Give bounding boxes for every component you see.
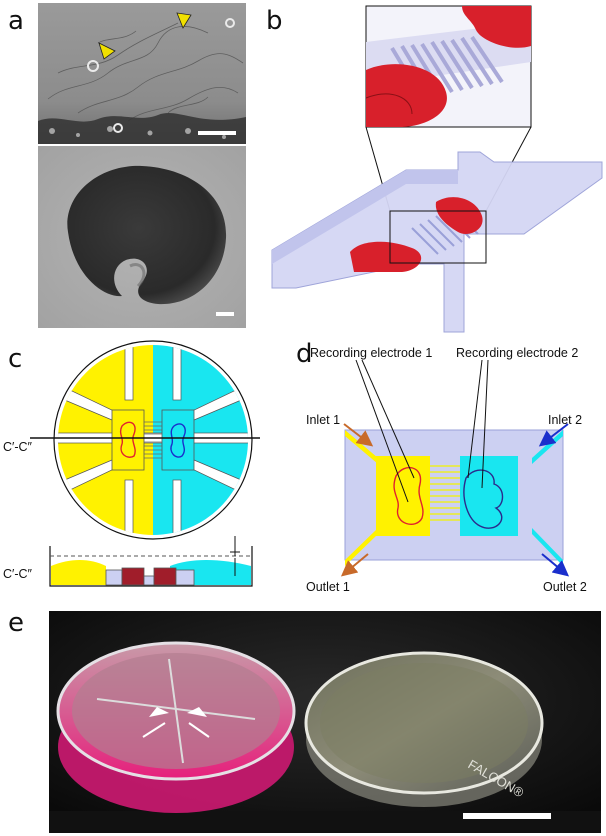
- panel-a-micrograph-bottom: [38, 146, 246, 328]
- inlet-2-label: Inlet 2: [548, 413, 583, 427]
- scale-bar: [463, 813, 551, 819]
- white-arrow-right: [188, 722, 210, 738]
- inlet-2-arrow: [538, 423, 569, 447]
- scale-bar: [216, 312, 234, 316]
- scale-bar: [198, 131, 236, 135]
- panel-c-schematic: [30, 340, 260, 587]
- panel-letter-d: d: [296, 339, 313, 369]
- arrowhead-marker-1: [98, 42, 116, 60]
- outlet-2-arrow: [541, 553, 570, 577]
- outlet-2-label: Outlet 2: [543, 580, 587, 594]
- white-arrow-left: [142, 722, 166, 738]
- zoom-marquee: [389, 210, 487, 264]
- inlet-1-label: Inlet 1: [306, 413, 341, 427]
- panel-letter-c: c: [8, 344, 23, 374]
- panel-letter-b: b: [266, 6, 283, 36]
- outlet-1-arrow: [340, 553, 369, 577]
- tissue-slice: [67, 165, 227, 305]
- section-label-bottom: C′-C″: [3, 567, 32, 581]
- recording-electrode-2-label: Recording electrode 2: [456, 346, 579, 360]
- panel-b-device-render: [271, 5, 603, 333]
- panel-letter-e: e: [8, 608, 24, 638]
- section-label-top: C′-C″: [3, 440, 32, 454]
- outlet-1-label: Outlet 1: [306, 580, 350, 594]
- panel-e-photo: FALCON®: [49, 611, 601, 833]
- panel-letter-a: a: [8, 6, 24, 36]
- recording-electrode-1-label: Recording electrode 1: [310, 346, 433, 360]
- inlet-1-arrow: [343, 423, 374, 447]
- panel-d-schematic: [340, 359, 570, 577]
- arrowhead-marker-2: [176, 12, 192, 29]
- cross-section: [49, 536, 253, 587]
- panel-a-micrograph-top: [38, 3, 246, 144]
